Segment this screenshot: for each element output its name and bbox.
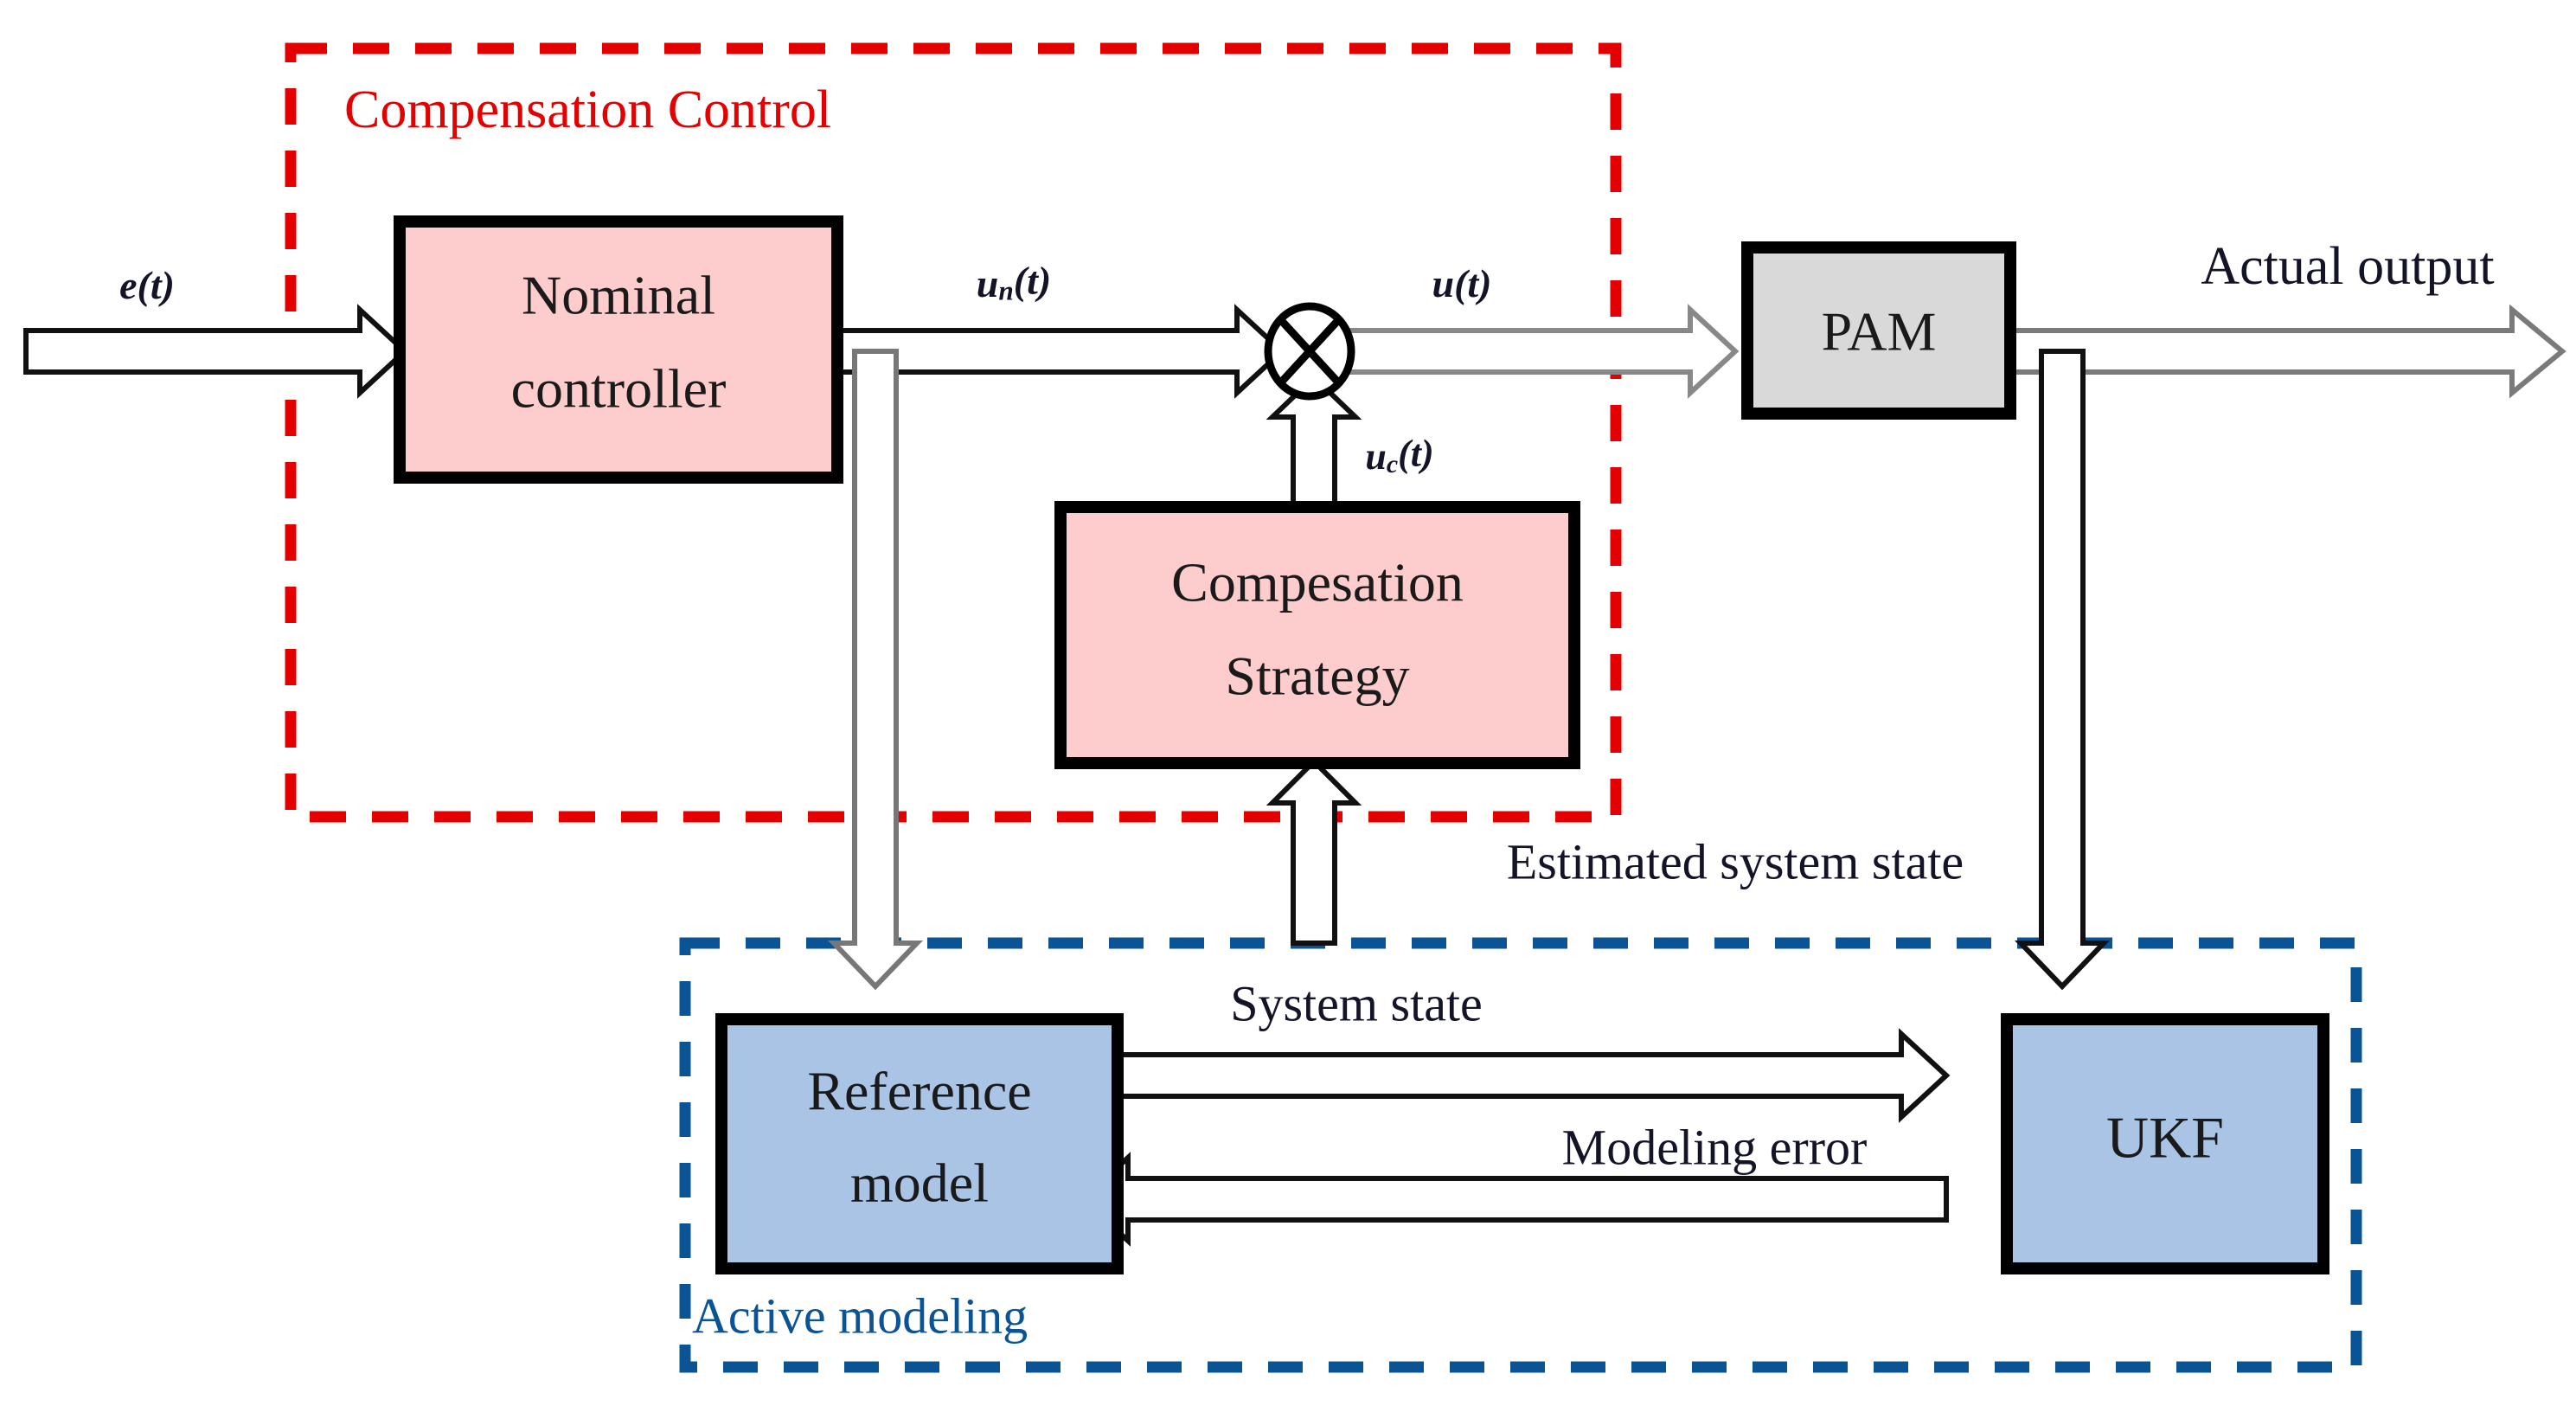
pam-box[interactable] [1741, 241, 2016, 420]
conn-strategy-to-sum [1266, 373, 1362, 510]
ukf-label: UKF [2106, 1105, 2224, 1171]
conn-pam-to-output [2008, 304, 2566, 399]
signal-label-actual-output: Actual output [2201, 237, 2494, 296]
arrow-estimated-system-state [1266, 757, 1362, 946]
compensation-control-label: Compensation Control [344, 80, 831, 139]
sum-junction-cross-b [1277, 316, 1342, 387]
conn-reference-to-ukf [1080, 1028, 1951, 1123]
conn-sum-to-pam [1343, 304, 1740, 399]
signal-label-estimated-system-state: Estimated system state [1507, 833, 1964, 889]
reference-model-box[interactable] [715, 1013, 1124, 1274]
sum-junction[interactable] [1264, 302, 1355, 401]
active-modeling-label: Active modeling [692, 1287, 1028, 1344]
group-active-modeling: Active modeling [679, 937, 2362, 1373]
arrow-error-input [23, 304, 409, 399]
compensation-control-border [285, 42, 1622, 823]
ukf-box[interactable] [2001, 1013, 2329, 1274]
nominal-controller-box[interactable] [394, 215, 843, 484]
pam-label: PAM [1822, 301, 1937, 363]
conn-output-to-ukf [2014, 349, 2111, 991]
block-reference-model[interactable]: Reference model [715, 1013, 1124, 1274]
signal-label-compensation-signal: uc(t) [1365, 433, 1433, 478]
block-ukf[interactable]: UKF [2001, 1013, 2329, 1274]
signal-label-error-input: e(t) [119, 263, 175, 307]
compesation-strategy-label-line2: Strategy [1225, 645, 1409, 707]
reference-model-label-line1: Reference [807, 1061, 1031, 1122]
conn-nominal-to-sum [835, 304, 1286, 399]
arrow-control-input [1343, 304, 1740, 399]
arrow-nominal-output [835, 304, 1286, 399]
arrow-output-to-ukf [2014, 349, 2111, 991]
signal-label-system-state: System state [1230, 975, 1483, 1031]
signal-label-modeling-error: Modeling error [1562, 1119, 1868, 1175]
nominal-controller-label-line2: controller [511, 358, 727, 420]
block-pam[interactable]: PAM [1741, 241, 2016, 420]
group-compensation-control: Compensation Control [285, 42, 1622, 823]
compesation-strategy-box[interactable] [1054, 501, 1580, 769]
arrow-nominal-to-reference [827, 349, 924, 991]
arrow-compensation-signal [1266, 373, 1362, 510]
block-nominal-controller[interactable]: Nominal controller [394, 215, 843, 484]
compesation-strategy-label-line1: Compesation [1171, 552, 1464, 613]
signal-label-control-input: u(t) [1432, 261, 1491, 305]
conn-ukf-to-strategy [1266, 757, 1362, 946]
arrow-actual-output [2008, 304, 2566, 399]
conn-error-to-nominal [23, 304, 409, 399]
block-compesation-strategy[interactable]: Compesation Strategy [1054, 501, 1580, 769]
conn-nominal-to-reference [827, 349, 924, 991]
signal-label-nominal-output: un(t) [977, 258, 1051, 306]
active-modeling-border [679, 937, 2362, 1373]
nominal-controller-label-line1: Nominal [522, 265, 715, 326]
arrow-system-state [1080, 1028, 1951, 1123]
reference-model-label-line2: model [850, 1152, 989, 1214]
